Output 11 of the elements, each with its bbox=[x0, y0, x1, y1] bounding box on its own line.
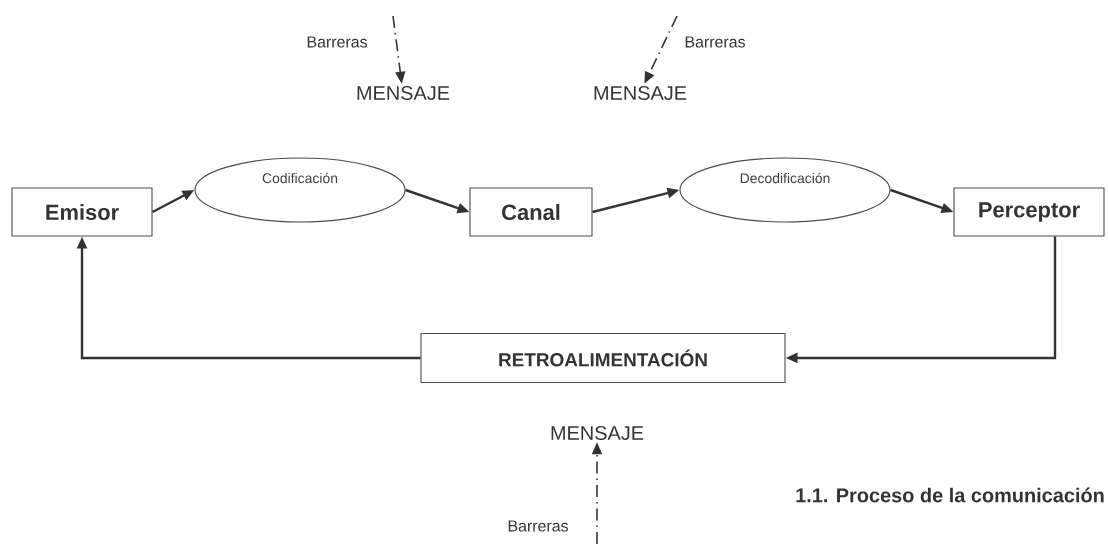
message-text: MENSAJE bbox=[357, 85, 450, 101]
message-text: MENSAJE bbox=[551, 425, 644, 441]
caption: 1.1. Proceso de la comunicación bbox=[796, 487, 1104, 503]
feedback-box: RETROALIMENTACIÓN bbox=[420, 332, 786, 384]
channel-box: Canal bbox=[469, 187, 593, 237]
receiver-box: Perceptor bbox=[953, 187, 1105, 237]
message-text: MENSAJE bbox=[594, 85, 687, 101]
sender-box: Emisor bbox=[11, 187, 153, 237]
edge-label: Barreras bbox=[508, 520, 568, 532]
edge-label: Barreras bbox=[307, 36, 367, 48]
edge-label: Barreras bbox=[685, 36, 745, 48]
